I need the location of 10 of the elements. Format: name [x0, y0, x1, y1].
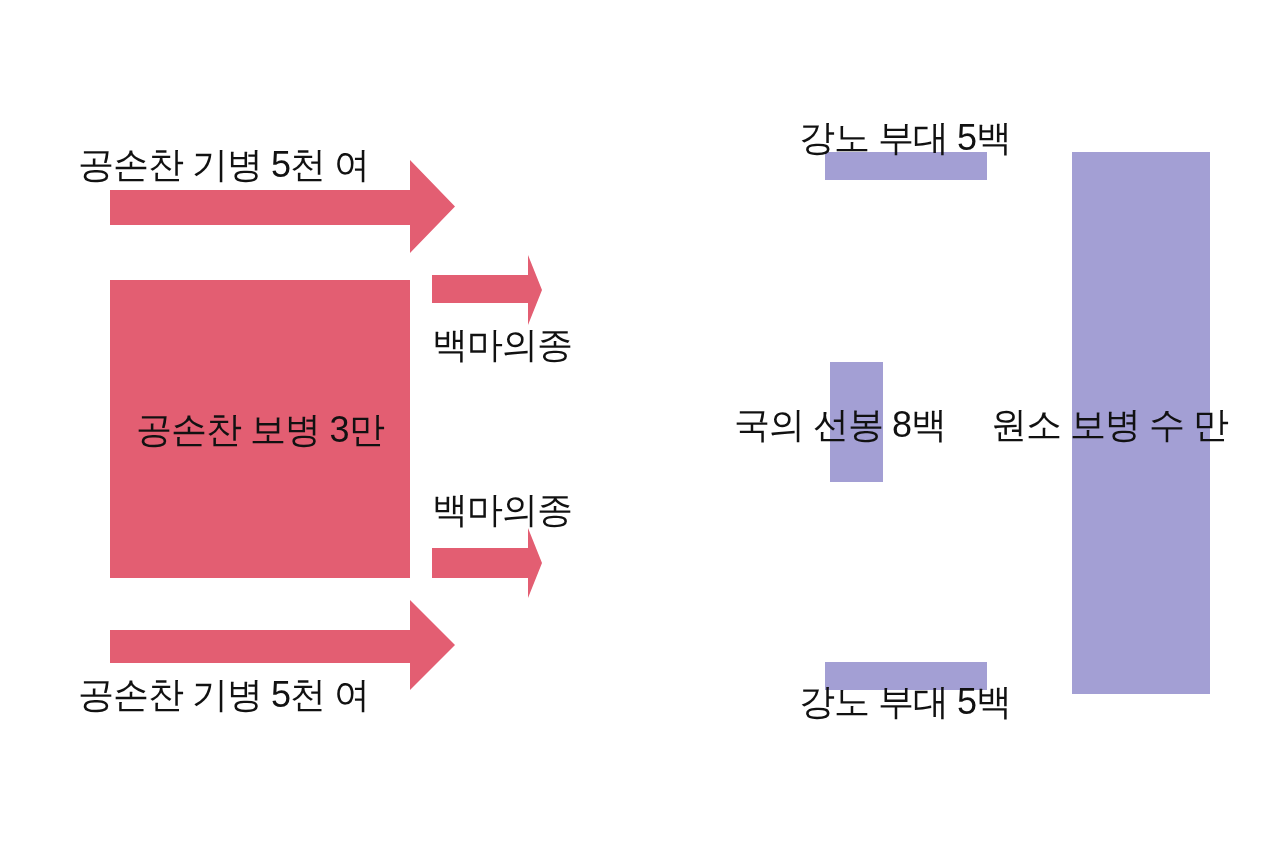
unit-label: 강노 부대 5백: [798, 118, 1012, 158]
unit-label: 국의 선봉 8백: [733, 405, 947, 445]
unit-label: 강노 부대 5백: [798, 682, 1012, 722]
infantry-block: [110, 280, 410, 578]
unit-label: 원소 보병 수 만: [990, 405, 1230, 445]
unit-label: 공손찬 기병 5천 여: [78, 145, 370, 185]
unit-label: 공손찬 보병 3만: [135, 410, 385, 450]
unit-label: 백마의종: [432, 490, 572, 530]
unit-label: 공손찬 기병 5천 여: [78, 675, 370, 715]
unit-label: 백마의종: [432, 325, 572, 365]
